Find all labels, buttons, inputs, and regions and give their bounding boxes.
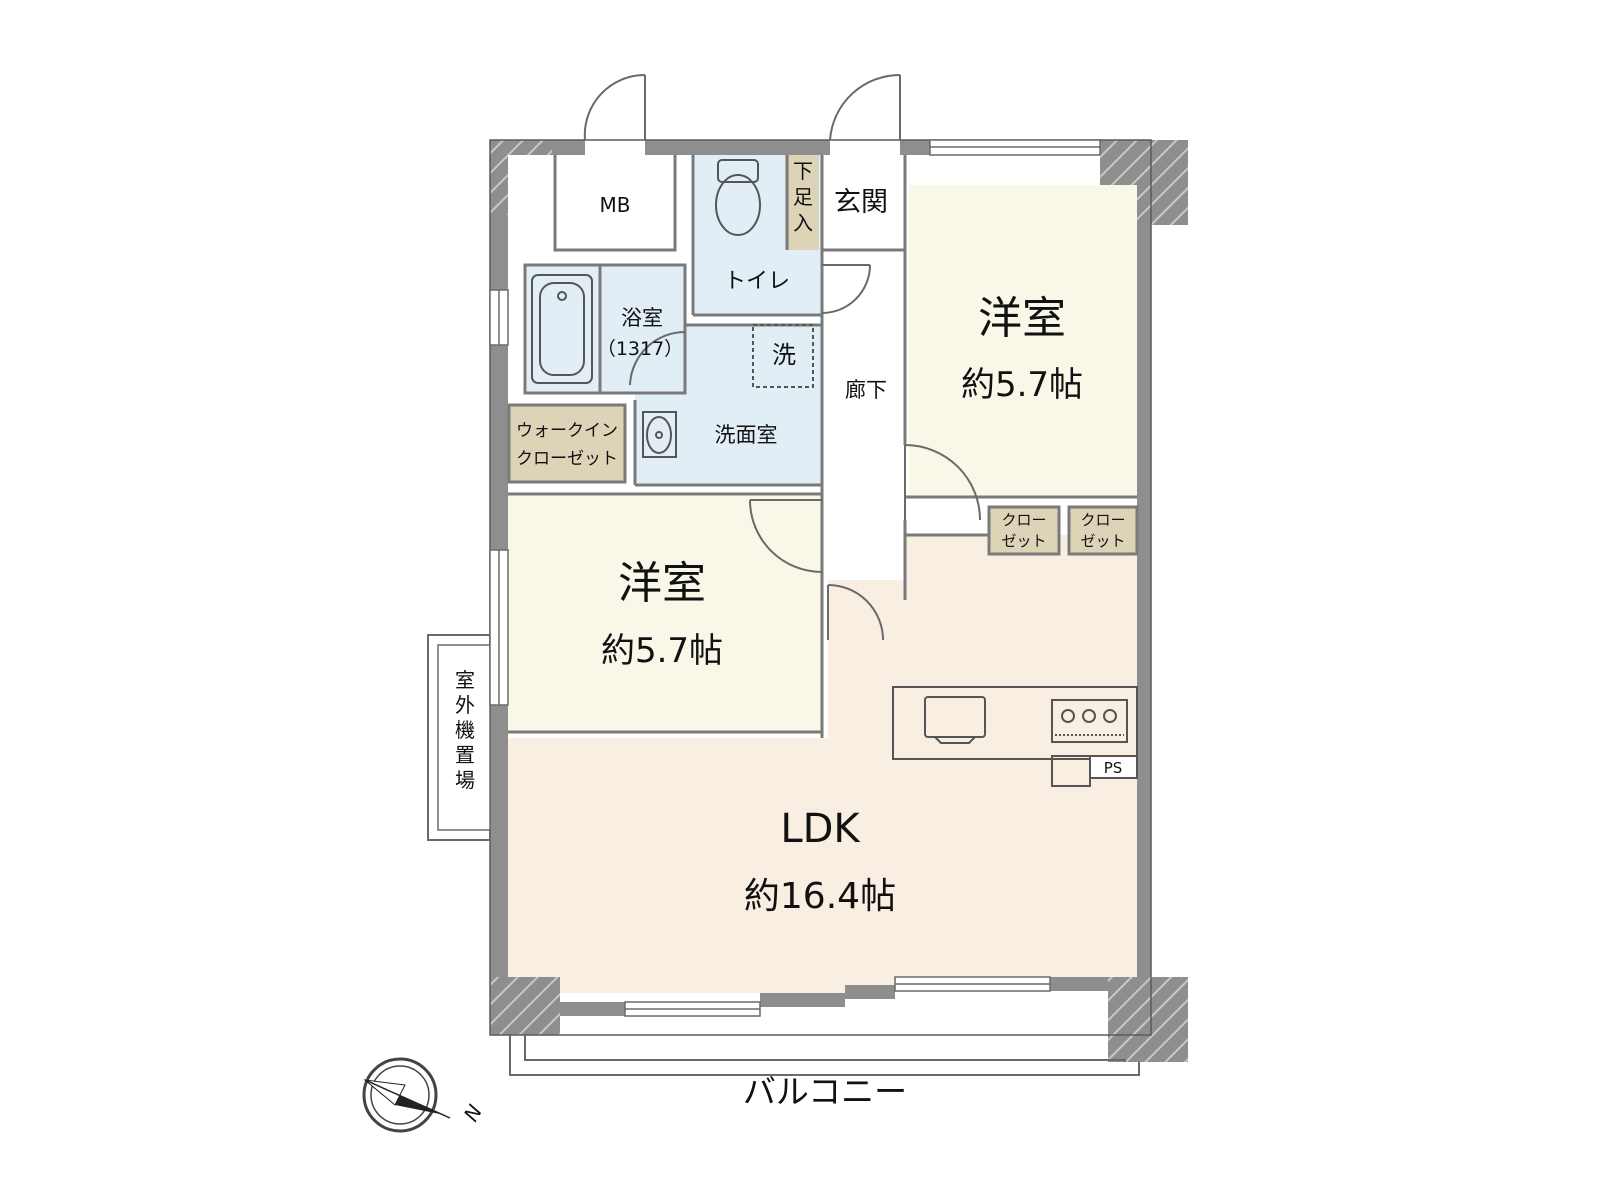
outdoor-unit-label-1: 室 [455,668,475,692]
wic-floor [509,405,625,482]
washroom-floor [635,325,822,485]
balcony-label: バルコニー [743,1072,907,1111]
closet-a-floor [989,507,1059,554]
outdoor-unit-label-5: 場 [455,768,475,792]
column-bottom-right [1108,977,1188,1062]
balcony [509,1035,1140,1076]
outdoor-unit-label-2: 外 [455,693,475,717]
closet-a-label-2: ゼット [1001,532,1046,550]
bath-size-label: （1317） [597,338,683,360]
wic-label-2: クローゼット [516,449,618,469]
stove-icon [1051,699,1128,743]
column-bottom-left [490,977,560,1035]
closet-b-label-1: クロー [1080,511,1125,529]
outdoor-unit-label-3: 機 [455,718,475,742]
ldk-size: 約16.4帖 [744,876,896,917]
bedroom-right-floor [909,185,1137,497]
toilet-fixture [715,159,761,236]
hallway-label: 廊下 [845,378,887,402]
outdoor-unit-label-4: 置 [455,743,475,767]
shoe-box-floor [787,155,819,250]
bath-label: 浴室 [621,306,663,330]
wic-label-1: ウォークイン [516,421,618,441]
ldk-label: LDK [780,806,861,852]
outer-walls [489,139,1188,1062]
column-top-left [490,140,552,215]
closet-b-floor [1069,507,1137,554]
compass-north-label: N [459,1101,487,1126]
washroom-label: 洗面室 [715,423,778,447]
bathtub-fixture [531,274,593,384]
doors [583,73,981,641]
bedroom-left-label: 洋室 [618,558,706,609]
kitchen-counter [892,686,1138,760]
ps-label: PS [1104,759,1123,777]
compass: N [362,1057,487,1133]
washbasin-fixture [642,411,677,458]
bedroom-right-size: 約5.7帖 [961,365,1083,405]
column-top-right [1100,140,1188,225]
windows [489,139,1101,1017]
shoe-box-label-3: 入 [793,211,813,235]
outdoor-unit-area [427,634,491,841]
wash-machine-label: 洗 [772,341,796,369]
interior-walls [507,155,1139,738]
labels: MB トイレ 下 足 入 玄関 浴室 （1317） 洗 洗面室 廊下 ウォークイ… [455,159,1126,1111]
shoe-box-label-1: 下 [793,159,813,183]
closet-b-label-2: ゼット [1080,532,1125,550]
mb-label: MB [600,193,631,217]
fixtures [531,159,1138,787]
closet-a-label-1: クロー [1001,511,1046,529]
genkan-label: 玄関 [834,187,888,218]
shoe-box-label-2: 足 [793,185,813,209]
compass-icon [362,1057,451,1133]
toilet-label: トイレ [724,269,790,294]
bedroom-left-floor [508,494,822,732]
ldk-floor [508,535,1137,1002]
floor-fills [508,155,1137,1002]
bedroom-right-label: 洋室 [978,293,1066,344]
washing-machine-space [752,324,814,388]
bedroom-left-size: 約5.7帖 [601,631,723,671]
